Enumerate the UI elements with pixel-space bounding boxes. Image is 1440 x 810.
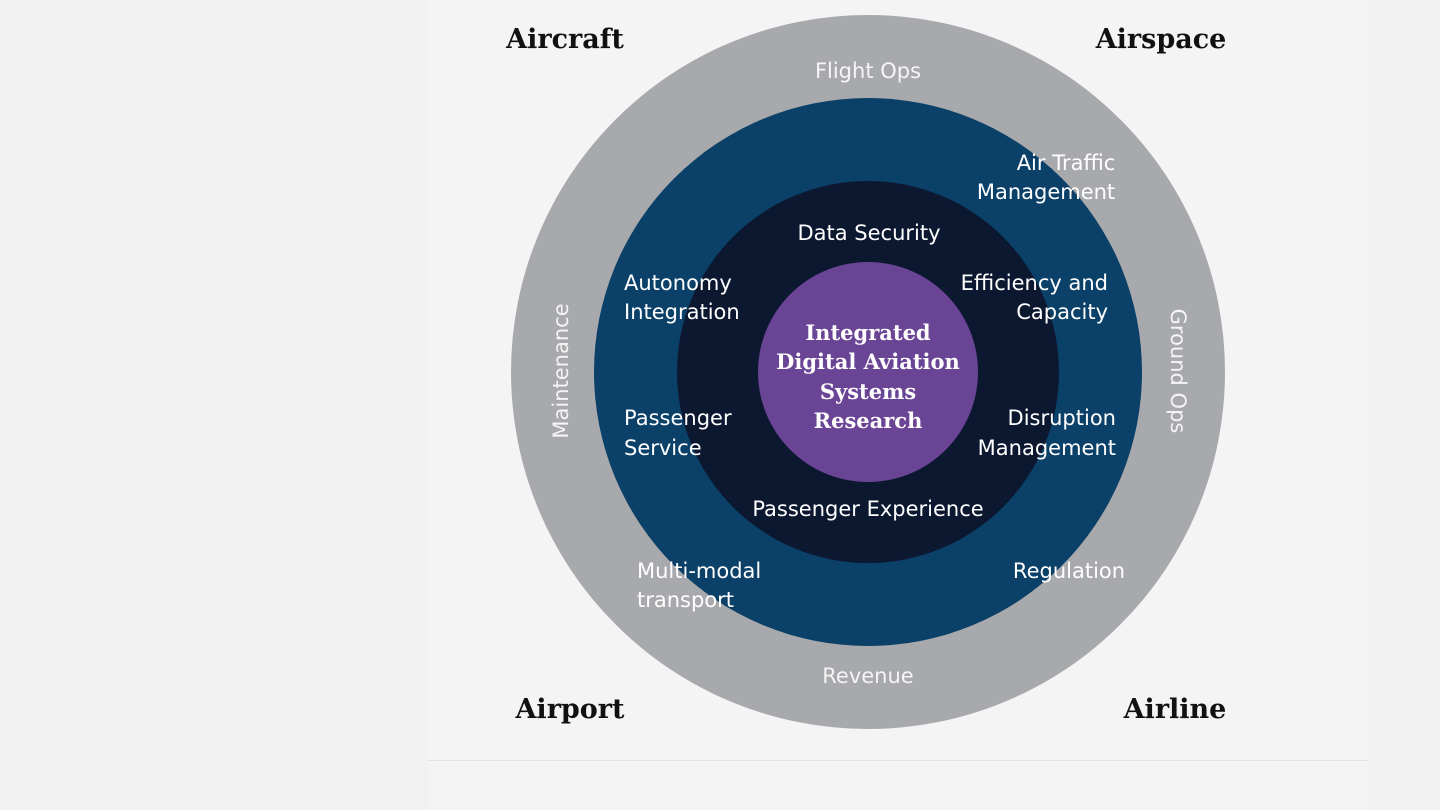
inner-label-passenger-service-line2: Service <box>624 436 702 460</box>
core-label-line1: Integrated <box>805 320 931 345</box>
inner-label-passenger-experience: Passenger Experience <box>752 497 983 521</box>
inner-label-autonomy-line2: Integration <box>624 300 740 324</box>
core-label-line4: Research <box>814 408 923 433</box>
outer-label-ground-ops: Ground Ops <box>1166 309 1190 434</box>
inner-label-passenger-service-line1: Passenger <box>624 406 732 430</box>
core-label-line3: Systems <box>820 379 916 404</box>
corner-label-airline: Airline <box>1123 694 1227 725</box>
core-label-line2: Digital Aviation <box>776 349 960 374</box>
corner-label-airspace: Airspace <box>1095 24 1227 55</box>
middle-label-multimodal-line2: transport <box>637 588 734 612</box>
right-margin <box>1368 0 1440 810</box>
middle-label-air-traffic-line1: Air Traffic <box>1017 151 1116 175</box>
core-circle <box>758 262 978 482</box>
outer-label-maintenance: Maintenance <box>549 303 573 438</box>
inner-label-disruption-line1: Disruption <box>1008 406 1116 430</box>
left-margin <box>0 0 428 810</box>
corner-label-aircraft: Aircraft <box>505 24 624 55</box>
inner-label-efficiency-line2: Capacity <box>1016 300 1108 324</box>
outer-label-revenue: Revenue <box>822 664 913 688</box>
corner-label-airport: Airport <box>514 694 625 725</box>
inner-label-autonomy-line1: Autonomy <box>624 271 732 295</box>
middle-label-multimodal-line1: Multi-modal <box>637 559 761 583</box>
outer-label-flight-ops: Flight Ops <box>815 59 921 83</box>
inner-label-data-security: Data Security <box>797 221 940 245</box>
inner-label-efficiency-line1: Efficiency and <box>961 271 1108 295</box>
middle-label-air-traffic-line2: Management <box>977 180 1115 204</box>
inner-label-disruption-line2: Management <box>978 436 1116 460</box>
middle-label-regulation: Regulation <box>1013 559 1125 583</box>
